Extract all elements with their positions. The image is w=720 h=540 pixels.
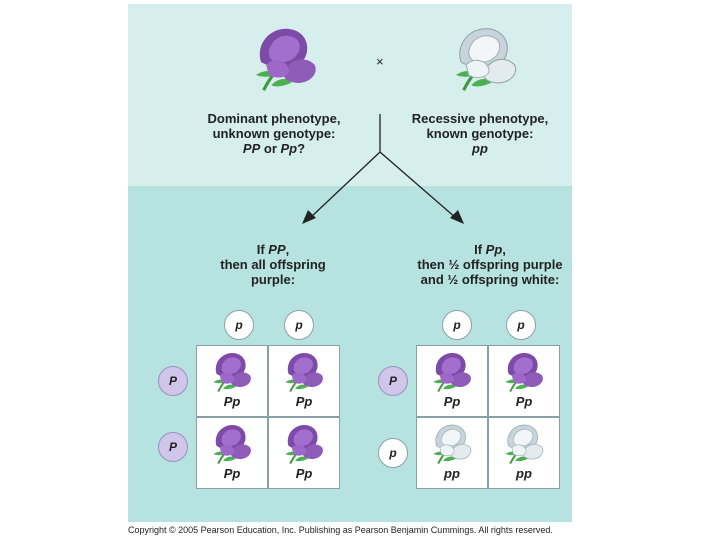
caption-line: purple: [250,272,296,287]
offspring-genotype: Pp [515,394,533,409]
punnett-cell: Pp [417,346,487,416]
punnett-cell: pp [489,418,559,488]
caption-line: unknown genotype: [212,126,336,141]
gamete-allele-circle: p [442,310,472,340]
purple-flower-icon [207,350,255,394]
caption-line: PP or Pp? [242,141,306,156]
punnett-cell: Pp [197,346,267,416]
offspring-genotype: Pp [223,394,241,409]
recessive-parent-caption: Recessive phenotype, known genotype: pp [390,111,570,156]
punnett-cell: Pp [269,346,339,416]
punnett-cell: Pp [197,418,267,488]
caption-line: then all offspring [220,257,326,272]
offspring-genotype: pp [444,466,460,481]
purple-flower-icon [279,350,327,394]
dominant-parent-caption: Dominant phenotype, unknown genotype: PP… [184,111,364,156]
gamete-allele-circle: p [378,438,408,468]
testcross-figure: × Dominant phenotype, unknown genotype: … [128,4,572,522]
cross-arrows [302,114,464,224]
caption-line: If Pp, [474,242,506,257]
gamete-allele-circle: p [284,310,314,340]
copyright-notice: Copyright © 2005 Pearson Education, Inc.… [128,525,553,535]
if-Pp-caption: If Pp, then ½ offspring purple and ½ off… [390,242,590,287]
offspring-genotype: Pp [223,466,241,481]
white-flower-icon [499,422,547,466]
purple-flower-icon [279,422,327,466]
if-PP-caption: If PP, then all offspring purple: [188,242,358,287]
gamete-allele-circle: p [506,310,536,340]
punnett-cell: Pp [269,418,339,488]
gamete-allele-circle: P [378,366,408,396]
white-flower-icon [427,422,475,466]
cross-symbol: × [376,54,384,69]
purple-flower-icon [427,350,475,394]
gamete-allele-circle: P [158,366,188,396]
caption-line: known genotype: [426,126,534,141]
offspring-genotype: Pp [443,394,461,409]
offspring-genotype: Pp [295,394,313,409]
punnett-square-right: Pp Pp pp pp [416,345,560,489]
caption-line: and ½ offspring white: [420,272,560,287]
purple-flower-icon [207,422,255,466]
punnett-cell: pp [417,418,487,488]
punnett-square-left: Pp Pp Pp Pp [196,345,340,489]
caption-line: pp [472,141,488,156]
offspring-genotype: pp [516,466,532,481]
caption-line: then ½ offspring purple [417,257,563,272]
gamete-allele-circle: P [158,432,188,462]
punnett-cell: Pp [489,346,559,416]
gamete-allele-circle: p [224,310,254,340]
purple-flower-icon [499,350,547,394]
caption-line: Recessive phenotype, [411,111,549,126]
caption-line: Dominant phenotype, [207,111,341,126]
offspring-genotype: Pp [295,466,313,481]
caption-line: If PP, [256,242,290,257]
